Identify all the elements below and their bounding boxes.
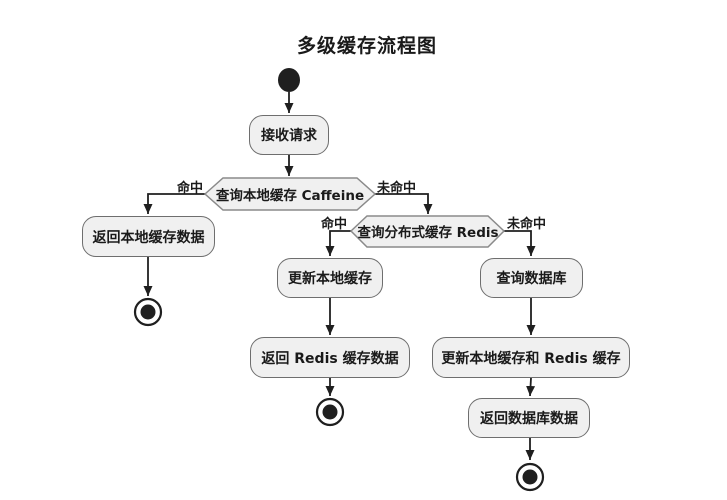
node-query-database: 查询数据库: [480, 258, 583, 298]
node-receive-request: 接收请求: [249, 115, 329, 155]
start-node: [278, 68, 300, 92]
edge-redis-hit: [325, 230, 351, 256]
node-return-database-data: 返回数据库数据: [468, 398, 590, 438]
edge-local-miss: [375, 193, 433, 214]
decision-check-redis-label: 查询分布式缓存 Redis: [357, 225, 499, 241]
end-node-db: [515, 462, 545, 492]
node-return-local-cache-data: 返回本地缓存数据: [82, 216, 215, 257]
node-update-local-cache: 更新本地缓存: [277, 258, 383, 298]
edge-label-redis-hit: 命中: [320, 217, 347, 232]
diagram-title: 多级缓存流程图: [296, 35, 437, 57]
edge-label-local-miss: 未命中: [377, 181, 417, 196]
node-return-redis-cache-data: 返回 Redis 缓存数据: [250, 337, 410, 378]
edge-update-both-to-return-db: [526, 377, 536, 397]
decision-check-local-shape: [203, 177, 377, 211]
decision-check-redis-shape: [349, 215, 506, 248]
edge-local-hit: [143, 193, 205, 214]
node-update-local-and-redis-cache: 更新本地缓存和 Redis 缓存: [432, 337, 630, 378]
edge-redis-miss: [504, 230, 536, 256]
end-node-redis: [315, 397, 345, 427]
edge-label-redis-miss: 未命中: [507, 217, 547, 232]
decision-check-local-label: 查询本地缓存 Caffeine: [215, 188, 365, 204]
end-node-local: [133, 297, 163, 327]
edge-label-local-hit: 命中: [176, 181, 203, 196]
